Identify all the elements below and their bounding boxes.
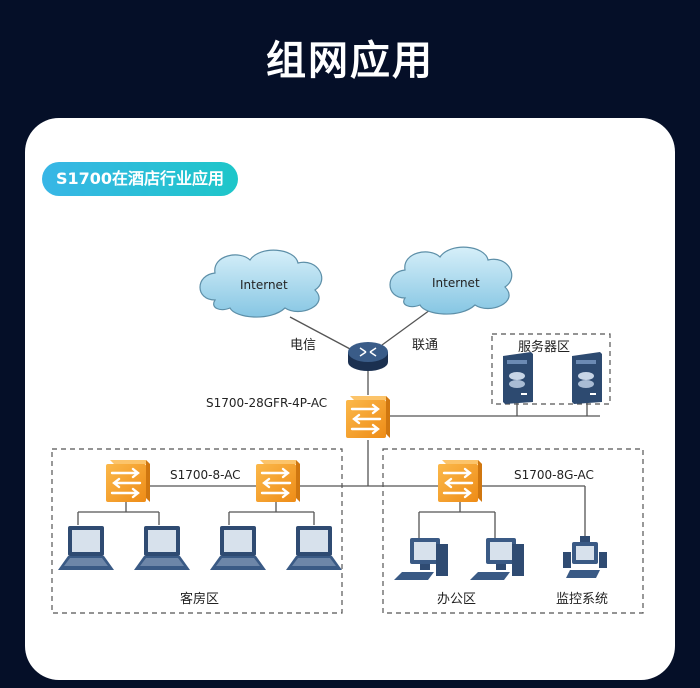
office-switch-icon — [436, 458, 484, 504]
laptop-icon-2 — [134, 526, 190, 570]
desktop-icon-1 — [394, 538, 448, 580]
cloud-label-2: Internet — [432, 276, 480, 290]
guest-zone-label: 客房区 — [180, 592, 220, 607]
router-icon — [348, 342, 388, 371]
server-icon-1 — [502, 351, 534, 405]
office-switch-model: S1700-8G-AC — [514, 468, 594, 482]
laptop-icon-1 — [58, 526, 114, 570]
internet-cloud-1 — [199, 249, 323, 318]
connection-lines — [77, 309, 600, 540]
cloud-label-1: Internet — [240, 278, 288, 292]
surveillance-label: 监控系统 — [556, 592, 609, 607]
guest-switch-icon-1 — [104, 458, 152, 504]
core-switch-icon — [344, 394, 392, 440]
page-title: 组网应用 — [266, 38, 434, 84]
office-zone-box — [382, 448, 644, 614]
core-switch-model: S1700-28GFR-4P-AC — [206, 396, 328, 410]
server-zone-label: 服务器区 — [518, 340, 571, 355]
laptop-icon-4 — [286, 526, 342, 570]
isp-label-unicom: 联通 — [412, 338, 439, 353]
laptop-icon-3 — [210, 526, 266, 570]
server-zone-box — [491, 333, 611, 405]
server-icon-2 — [571, 351, 603, 405]
guest-switch-model: S1700-8-AC — [170, 468, 241, 482]
desktop-icon-2 — [470, 538, 524, 580]
section-badge: S1700在酒店行业应用 — [42, 162, 239, 196]
internet-cloud-2 — [389, 246, 513, 315]
guest-zone-box — [51, 448, 343, 614]
isp-label-telecom: 电信 — [290, 338, 317, 353]
surveillance-icon — [563, 536, 607, 578]
content-card — [25, 118, 675, 680]
guest-switch-icon-2 — [254, 458, 302, 504]
office-zone-label: 办公区 — [437, 592, 477, 607]
